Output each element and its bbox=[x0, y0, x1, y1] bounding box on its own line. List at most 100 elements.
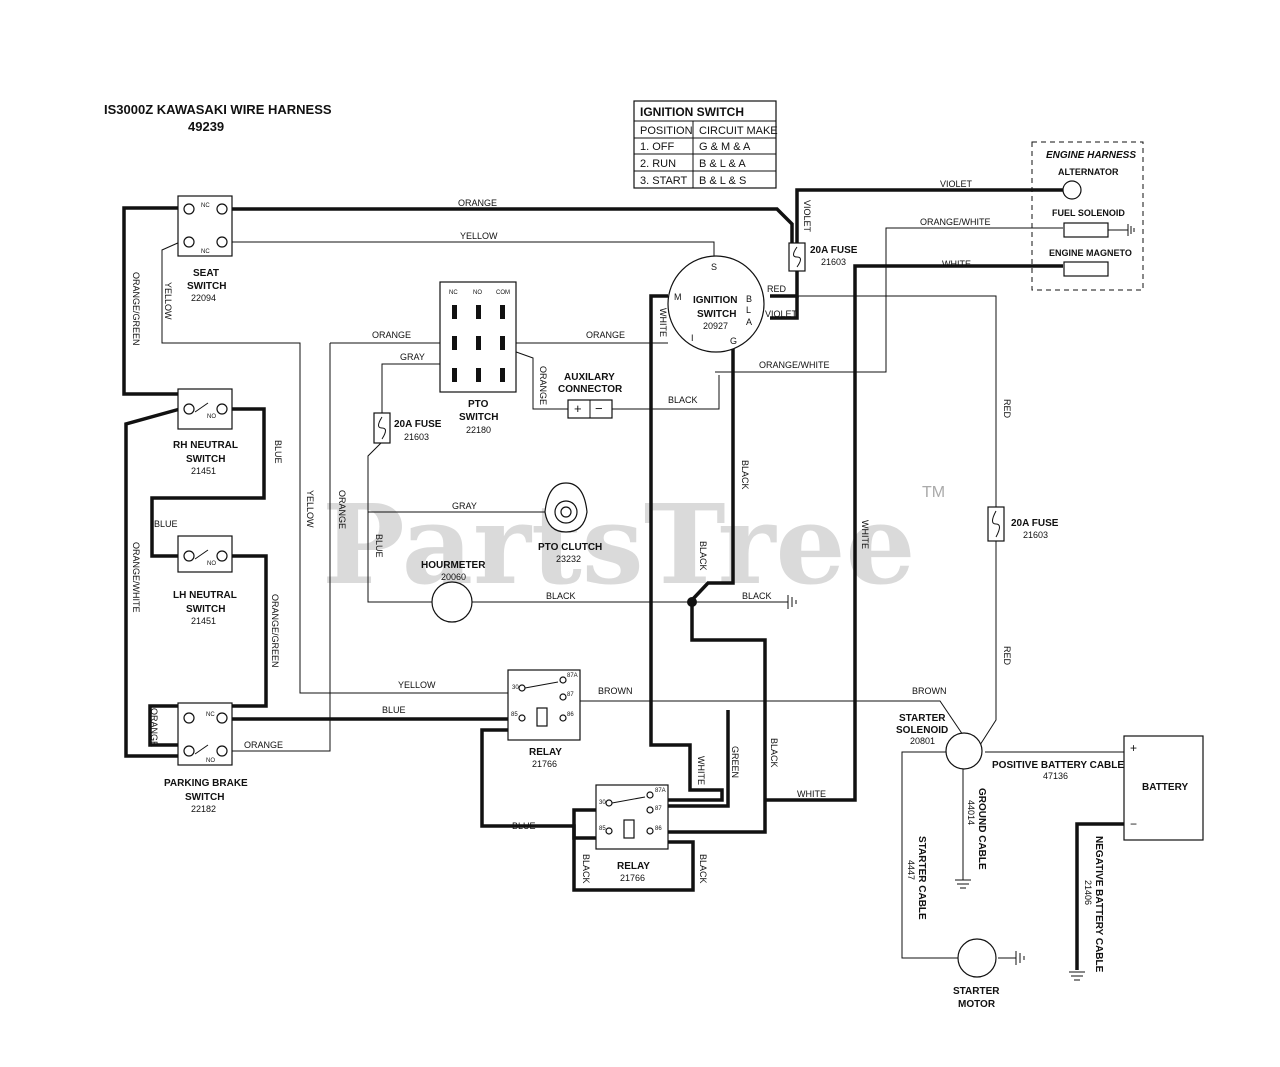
terminal-label: NO bbox=[206, 758, 215, 764]
starter-motor-label: STARTER bbox=[953, 986, 1000, 997]
ignition-table-header: CIRCUIT MAKE bbox=[699, 125, 778, 137]
terminal-label: NC bbox=[201, 203, 210, 209]
terminal-label: NC bbox=[449, 290, 458, 296]
parking-brake-label: PARKING BRAKE bbox=[164, 778, 248, 789]
wire-label: ORANGE/WHITE bbox=[759, 360, 830, 370]
engine-magneto-icon bbox=[1063, 261, 1109, 277]
wire-label: WHITE bbox=[942, 259, 971, 269]
parking-brake-switch[interactable]: NC NO PARKING BRAKE SWITCH 22182 bbox=[164, 702, 248, 814]
wire-label: BLACK bbox=[740, 460, 750, 490]
watermark: PartsTree bbox=[322, 480, 916, 609]
terminal-label: L bbox=[746, 305, 751, 315]
starter-motor-label: MOTOR bbox=[958, 999, 996, 1010]
ignition-table-cell: 3. START bbox=[640, 175, 688, 187]
wire-label: VIOLET bbox=[940, 179, 973, 189]
battery-positive: + bbox=[1130, 741, 1137, 755]
wire-label: WHITE bbox=[860, 520, 870, 549]
fuse-label: 20A FUSE bbox=[1011, 518, 1059, 529]
lh-neutral-switch[interactable]: NO LH NEUTRAL SWITCH 21451 bbox=[173, 535, 237, 626]
rh-neutral-number: 21451 bbox=[191, 466, 216, 476]
wire-label: ORANGE/GREEN bbox=[131, 272, 141, 346]
engine-harness-title: ENGINE HARNESS bbox=[1046, 150, 1136, 161]
terminal-label: NC bbox=[201, 249, 210, 255]
relay-number: 21766 bbox=[620, 873, 645, 883]
terminal-label: 87 bbox=[567, 692, 574, 698]
starter-solenoid[interactable]: STARTER SOLENOID 20801 bbox=[896, 713, 983, 770]
auxilary-connector[interactable]: + − AUXILARY CONNECTOR bbox=[558, 372, 623, 419]
pto-switch-number: 22180 bbox=[466, 425, 491, 435]
starter-cable-label: STARTER CABLE bbox=[916, 836, 927, 920]
starter-solenoid-label: STARTER bbox=[899, 713, 946, 724]
thin-wires bbox=[161, 227, 1124, 981]
wire-label: RED bbox=[767, 284, 787, 294]
fuse-number: 21603 bbox=[404, 432, 429, 442]
wire-label: ORANGE/WHITE bbox=[131, 542, 141, 613]
wire-label: WHITE bbox=[696, 756, 706, 785]
rh-neutral-label: RH NEUTRAL bbox=[173, 440, 238, 451]
terminal-label: NO bbox=[207, 561, 216, 567]
starter-solenoid-label: SOLENOID bbox=[896, 725, 948, 736]
wire-label: VIOLET bbox=[765, 309, 798, 319]
wire-label: BLACK bbox=[546, 591, 576, 601]
thick-wires bbox=[122, 188, 1124, 970]
seat-switch[interactable]: NC NC SEAT SWITCH 22094 bbox=[177, 195, 233, 303]
terminal-label: G bbox=[730, 336, 737, 346]
relay-label: RELAY bbox=[529, 747, 562, 758]
diagram-part-number: 49239 bbox=[188, 119, 224, 134]
ignition-switch-number: 20927 bbox=[703, 321, 728, 331]
pto-clutch-number: 23232 bbox=[556, 554, 581, 564]
wire-label: BLACK bbox=[698, 854, 708, 884]
wire-label: VIOLET bbox=[802, 200, 812, 233]
terminal-label: I bbox=[691, 333, 694, 343]
wire-label: BLUE bbox=[273, 440, 283, 464]
wire-label: RED bbox=[1002, 399, 1012, 419]
pto-clutch[interactable]: PTO CLUTCH 23232 bbox=[538, 482, 602, 564]
watermark-tm: TM bbox=[922, 484, 945, 501]
lh-neutral-label: SWITCH bbox=[186, 604, 225, 615]
wire-label: WHITE bbox=[658, 308, 668, 337]
wire-label: ORANGE bbox=[244, 740, 283, 750]
pto-clutch-label: PTO CLUTCH bbox=[538, 542, 602, 553]
terminal-label: S bbox=[711, 262, 717, 272]
alternator-label: ALTERNATOR bbox=[1058, 167, 1119, 177]
fuse-right[interactable]: 20A FUSE 21603 bbox=[987, 506, 1059, 542]
terminal-label: M bbox=[674, 292, 682, 302]
wire-label: ORANGE/GREEN bbox=[270, 594, 280, 668]
terminal-label: NO bbox=[473, 290, 482, 296]
fuse-label: 20A FUSE bbox=[810, 245, 858, 256]
seat-switch-number: 22094 bbox=[191, 293, 216, 303]
fuse-left[interactable]: 20A FUSE 21603 bbox=[373, 412, 442, 444]
battery[interactable]: + − BATTERY bbox=[1123, 735, 1204, 841]
fuel-solenoid-icon bbox=[1063, 222, 1109, 238]
relay-2[interactable]: 30 87A 87 85 86 RELAY 21766 bbox=[595, 784, 669, 883]
wire-label: BLACK bbox=[698, 541, 708, 571]
ignition-table-cell: G & M & A bbox=[699, 141, 751, 153]
wire-label: YELLOW bbox=[163, 282, 173, 320]
wire-label: YELLOW bbox=[398, 680, 436, 690]
wire-label: BLACK bbox=[769, 738, 779, 768]
terminal-label: 86 bbox=[567, 712, 574, 718]
relay-1[interactable]: 30 87A 87 85 86 RELAY 21766 bbox=[507, 669, 581, 769]
starter-motor[interactable]: STARTER MOTOR bbox=[953, 938, 1000, 1010]
wire-label: RED bbox=[1002, 646, 1012, 666]
terminal-label: B bbox=[746, 294, 752, 304]
terminal-label: 85 bbox=[511, 712, 518, 718]
relay-number: 21766 bbox=[532, 759, 557, 769]
wire-label: BROWN bbox=[598, 686, 633, 696]
starter-solenoid-number: 20801 bbox=[910, 736, 935, 746]
ignition-table-title: IGNITION SWITCH bbox=[640, 105, 744, 119]
positive-cable-number: 47136 bbox=[1043, 771, 1068, 781]
terminal-label: 87A bbox=[655, 788, 666, 794]
hourmeter[interactable]: HOURMETER 20060 bbox=[421, 560, 486, 623]
terminal-label: − bbox=[595, 401, 603, 416]
wire-label: YELLOW bbox=[460, 231, 498, 241]
pto-switch[interactable]: NC NO COM PTO SWITCH 22180 bbox=[439, 281, 517, 435]
positive-cable-label: POSITIVE BATTERY CABLE bbox=[992, 760, 1124, 771]
pto-switch-label: SWITCH bbox=[459, 412, 498, 423]
negative-cable-number: 21406 bbox=[1083, 880, 1093, 905]
ignition-switch[interactable]: IGNITION SWITCH 20927 S B L A M I G bbox=[667, 255, 765, 353]
fuse-top[interactable]: 20A FUSE 21603 bbox=[788, 242, 858, 272]
pto-switch-label: PTO bbox=[468, 399, 489, 410]
rh-neutral-switch[interactable]: NO RH NEUTRAL SWITCH 21451 bbox=[173, 388, 238, 476]
